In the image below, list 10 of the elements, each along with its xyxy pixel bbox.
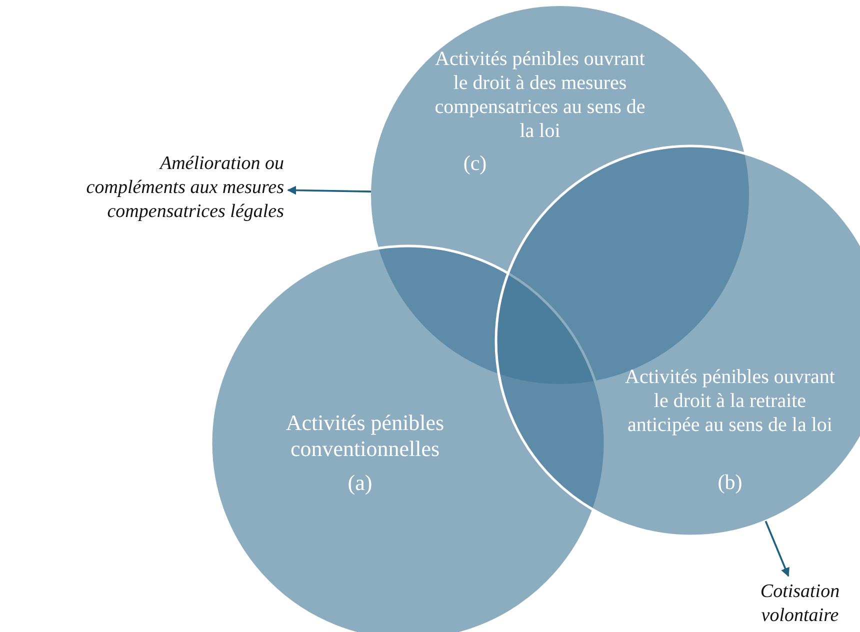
- arrow: [287, 186, 372, 195]
- letter-label: (b): [716, 470, 744, 495]
- letter-label: (a): [346, 470, 374, 496]
- arrow: [764, 520, 790, 577]
- circle-label: Activités pénibles ouvrant le droit à la retraite anticipée au sens de la loi: [624, 365, 836, 437]
- circle-label: Activités pénibles ouvrant le droit à des mesures compensatrices au sens de la loi: [434, 47, 646, 143]
- circle-label: Activités pénibles conventionnelles: [284, 410, 446, 462]
- callout-text: Amélioration ou compléments aux mesures compensatrices légales: [62, 152, 284, 224]
- callout-text: Cotisation volontaire: [745, 580, 855, 628]
- letter-label: (c): [462, 151, 488, 176]
